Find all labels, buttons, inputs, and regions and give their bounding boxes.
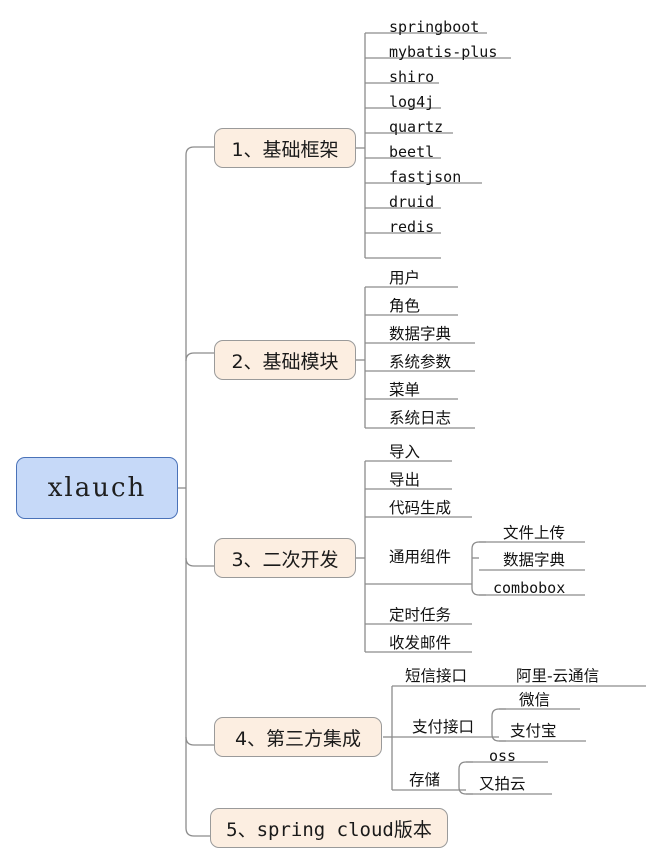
branch-node-1[interactable]: 1、基础框架 xyxy=(214,128,356,168)
branch-node-1-label: 1、基础框架 xyxy=(231,138,339,161)
elbow-branch-3 xyxy=(185,557,214,567)
elbow-branch-2 xyxy=(185,352,214,362)
leaf-xitongrizhi[interactable]: 系统日志 xyxy=(389,409,452,427)
branch-node-4-label: 4、第三方集成 xyxy=(234,727,362,750)
subleaf-shujuzidian[interactable]: 数据字典 xyxy=(503,551,566,569)
leaf-redis[interactable]: redis xyxy=(389,218,435,236)
leaf-duanxinjiekou[interactable]: 短信接口 xyxy=(405,667,468,685)
branch-node-3-label: 3、二次开发 xyxy=(231,548,339,571)
leaf-daimashengcheng[interactable]: 代码生成 xyxy=(389,499,452,517)
elbow-branch-1 xyxy=(185,146,214,156)
subleaf-combobox[interactable]: combobox xyxy=(493,579,566,597)
leaf-xitongcanshu[interactable]: 系统参数 xyxy=(389,353,452,371)
subleaf-zhifubao[interactable]: 支付宝 xyxy=(510,722,557,740)
leaf-log4j[interactable]: log4j xyxy=(389,93,435,111)
elbow-branch-4 xyxy=(185,736,214,746)
leaf-cunchu[interactable]: 存储 xyxy=(409,771,441,789)
leaf-daoru[interactable]: 导入 xyxy=(389,443,421,461)
subleaf-youpaiyun[interactable]: 又拍云 xyxy=(479,775,526,793)
subleaf-alicloud-sms[interactable]: 阿里-云通信 xyxy=(516,667,600,685)
branch-node-4[interactable]: 4、第三方集成 xyxy=(214,717,382,757)
leaf-druid[interactable]: druid xyxy=(389,193,435,211)
branch-node-5[interactable]: 5、spring cloud版本 xyxy=(210,808,448,848)
leaf-fastjson[interactable]: fastjson xyxy=(389,168,462,186)
leaf-springboot[interactable]: springboot xyxy=(389,18,480,36)
spine-cunchu xyxy=(458,761,473,795)
branch-node-2[interactable]: 2、基础模块 xyxy=(214,340,356,380)
spine-zhifujiekou xyxy=(491,708,506,742)
branch-node-5-label: 5、spring cloud版本 xyxy=(226,818,432,841)
leaf-dingshirenwu[interactable]: 定时任务 xyxy=(389,606,452,624)
leaf-quartz[interactable]: quartz xyxy=(389,118,444,136)
leaf-shiro[interactable]: shiro xyxy=(389,68,435,86)
subleaf-weixin[interactable]: 微信 xyxy=(519,691,551,709)
spine-tongyongzujian xyxy=(471,541,486,596)
subleaf-wenjianshangchuan[interactable]: 文件上传 xyxy=(503,524,566,542)
elbow-branch-5 xyxy=(185,827,212,837)
branch-node-3[interactable]: 3、二次开发 xyxy=(214,538,356,578)
leaf-yonghu[interactable]: 用户 xyxy=(389,269,421,287)
leaf-zhifujiekou[interactable]: 支付接口 xyxy=(412,718,475,736)
leaf-mybatis-plus[interactable]: mybatis-plus xyxy=(389,43,498,61)
branch-node-2-label: 2、基础模块 xyxy=(231,350,339,373)
leaf-shujuzidian[interactable]: 数据字典 xyxy=(389,325,452,343)
leaf-juese[interactable]: 角色 xyxy=(389,297,421,315)
leaf-shoufayoujian[interactable]: 收发邮件 xyxy=(389,634,452,652)
leaf-daochu[interactable]: 导出 xyxy=(389,471,421,489)
leaf-tongyongzujian[interactable]: 通用组件 xyxy=(389,548,452,566)
leaf-caidan[interactable]: 菜单 xyxy=(389,381,421,399)
root-node[interactable]: xlauch xyxy=(16,457,178,519)
root-node-label: xlauch xyxy=(47,473,147,503)
subleaf-oss[interactable]: oss xyxy=(489,747,517,765)
leaf-beetl[interactable]: beetl xyxy=(389,143,435,161)
